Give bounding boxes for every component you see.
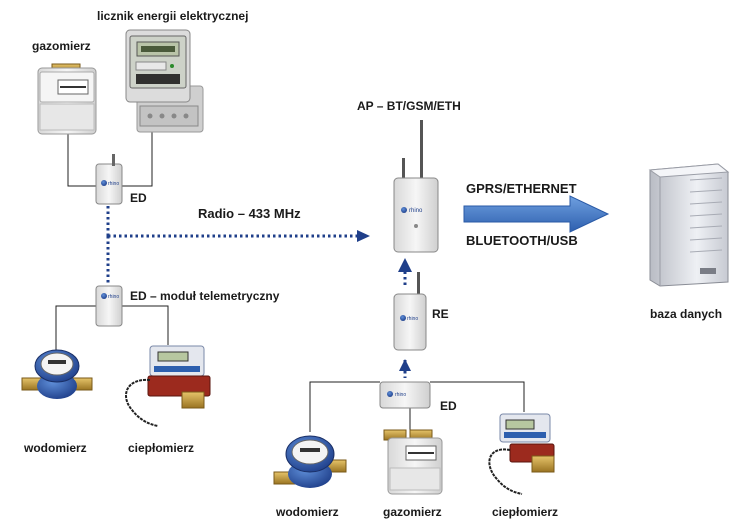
label-gprs: GPRS/ETHERNET	[466, 181, 577, 196]
brand-text-re: rhino	[407, 316, 418, 322]
label-gas-meter-bottom: gazomierz	[383, 505, 442, 519]
label-heat-meter-bottom: ciepłomierz	[492, 505, 558, 519]
radio-links	[106, 206, 407, 378]
ed-device-module: rhino	[95, 285, 123, 327]
label-heat-meter-left: ciepłomierz	[128, 441, 194, 455]
brand-text-ed-module: rhino	[108, 294, 119, 300]
label-ed-top: ED	[130, 191, 147, 205]
brand-text-ed-bottom: rhino	[395, 392, 406, 398]
heat-meter-bottom	[488, 413, 555, 495]
water-meter-left	[21, 349, 93, 399]
radio-arrowhead-ap	[357, 230, 370, 242]
electric-meter	[125, 29, 204, 133]
label-water-meter-left: wodomierz	[23, 441, 87, 455]
label-gas-meter-top: gazomierz	[32, 39, 91, 53]
wires-left	[55, 132, 169, 352]
ap-device: rhino	[393, 120, 439, 253]
label-water-meter-bottom: wodomierz	[275, 505, 339, 519]
label-ed-module: ED – moduł telemetryczny	[130, 289, 280, 303]
label-bluetooth: BLUETOOTH/USB	[466, 233, 578, 248]
water-meter-bottom	[273, 435, 347, 488]
ed-device-top: rhino	[95, 154, 123, 205]
label-database: baza danych	[650, 307, 722, 321]
database-server	[648, 163, 730, 287]
heat-meter-left	[125, 345, 211, 427]
ed-device-bottom: rhino	[379, 381, 431, 409]
label-radio: Radio – 433 MHz	[198, 206, 301, 221]
label-ed-bottom: ED	[440, 399, 457, 413]
radio-arrowhead-re	[398, 258, 412, 272]
uplink-arrow	[463, 195, 610, 233]
gas-meter-bottom	[383, 429, 443, 495]
label-re: RE	[432, 307, 449, 321]
re-device: rhino	[393, 272, 427, 351]
gas-meter-top	[37, 63, 97, 135]
brand-text-ed-top: rhino	[108, 181, 119, 187]
label-electric-meter: licznik energii elektrycznej	[97, 9, 248, 23]
brand-text-ap: rhino	[409, 208, 423, 214]
label-ap: AP – BT/GSM/ETH	[357, 99, 461, 113]
radio-arrowhead-ed-bottom	[399, 359, 411, 371]
